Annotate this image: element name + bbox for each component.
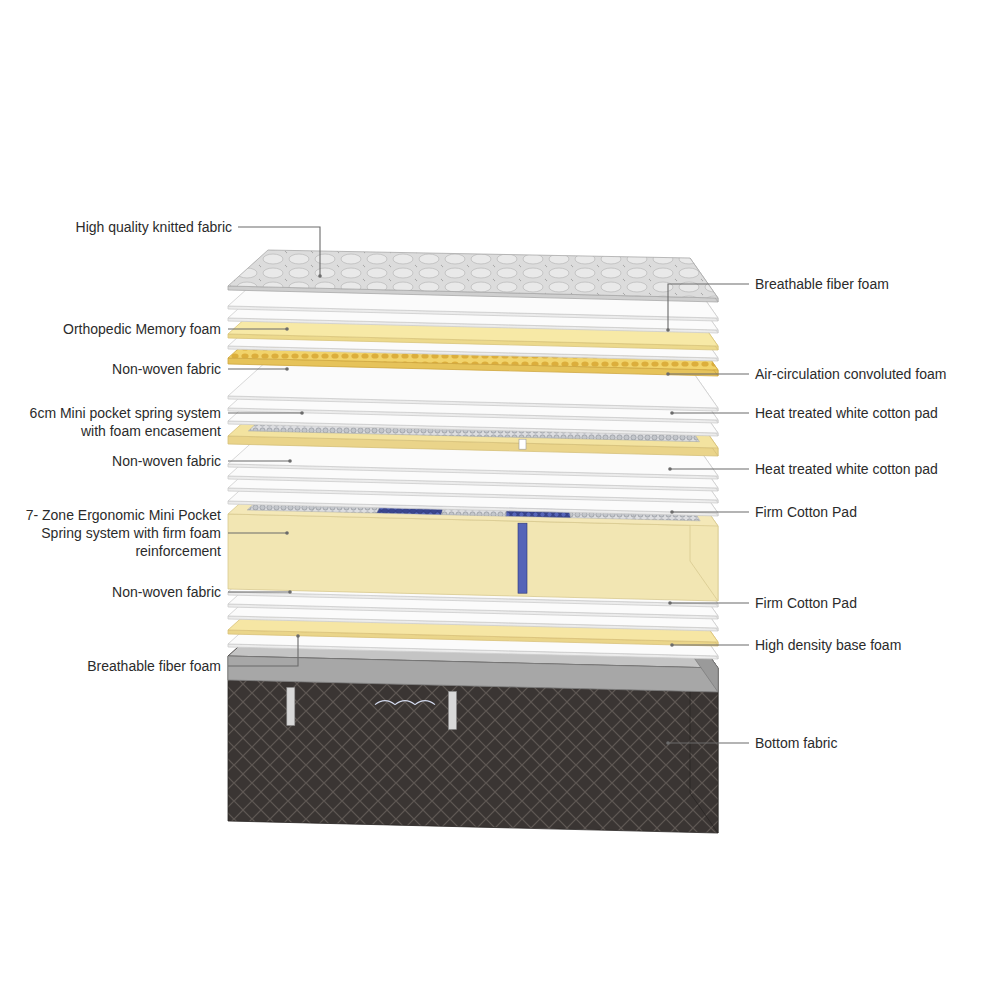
leader-line (238, 227, 320, 276)
leader-dot (318, 274, 322, 278)
knitted-fabric-top (228, 250, 718, 302)
callout-label: High density base foam (755, 636, 995, 654)
leader-dot (288, 459, 292, 463)
leader-dot (296, 634, 300, 638)
leader-dot (668, 601, 672, 605)
leader-line (672, 644, 749, 645)
callout-label: Non-woven fabric (6, 452, 221, 470)
leader-line (228, 460, 290, 461)
leader-line (228, 412, 302, 413)
callout-label: Air-circulation convoluted foam (755, 365, 995, 383)
callout-label: Non-woven fabric (6, 583, 221, 601)
callout-label: Non-woven fabric (6, 360, 221, 378)
callout-label: 7- Zone Ergonomic Mini Pocket Spring sys… (21, 506, 221, 560)
leader-line (670, 602, 749, 603)
leader-line (228, 636, 298, 666)
leader-dot (666, 741, 670, 745)
leader-dot (670, 510, 674, 514)
leader-line (670, 468, 749, 469)
leader-line (668, 373, 749, 374)
leader-dot (285, 531, 289, 535)
callout-label: Heat treated white cotton pad (755, 404, 995, 422)
leader-line (228, 532, 287, 533)
callout-label: High quality knitted fabric (6, 218, 232, 236)
callout-label: Firm Cotton Pad (755, 594, 995, 612)
leader-line (668, 742, 749, 743)
callout-label: Heat treated white cotton pad (755, 460, 995, 478)
leader-dot (670, 411, 674, 415)
leader-dot (285, 367, 289, 371)
callout-label: Orthopedic Memory foam (6, 320, 221, 338)
leader-line (668, 284, 749, 330)
leader-line (228, 591, 290, 592)
callout-label: Breathable fiber foam (755, 275, 995, 293)
leader-dot (288, 590, 292, 594)
leader-line (672, 511, 749, 512)
leader-line (228, 368, 287, 369)
leader-dot (670, 643, 674, 647)
callout-label: Bottom fabric (755, 734, 995, 752)
leader-lines (228, 227, 749, 745)
leader-line (228, 328, 287, 329)
leader-dot (668, 467, 672, 471)
callout-label: 6cm Mini pocket spring system with foam … (21, 404, 221, 440)
leader-dot (285, 327, 289, 331)
leader-dot (666, 328, 670, 332)
callout-label: Firm Cotton Pad (755, 503, 995, 521)
leader-dot (666, 372, 670, 376)
leader-dot (300, 411, 304, 415)
leader-line (672, 412, 749, 413)
callout-label: Breathable fiber foam (6, 657, 221, 675)
